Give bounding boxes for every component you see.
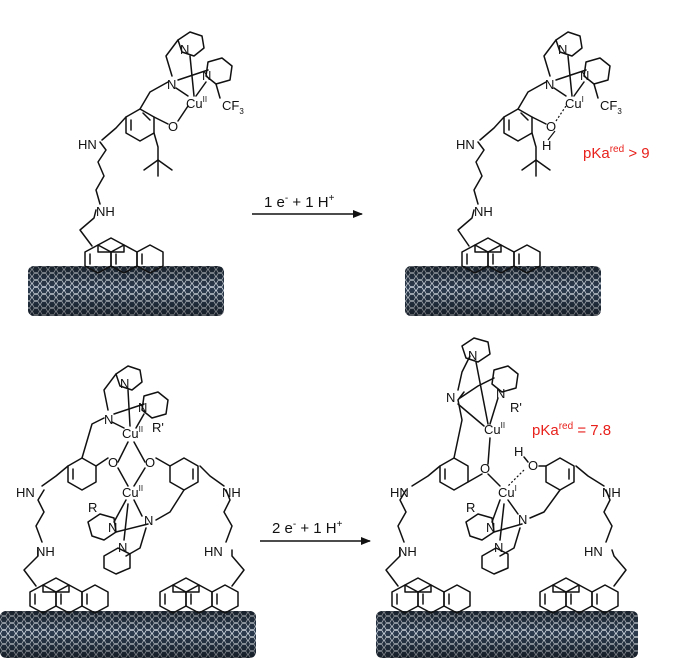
hn-label: HN (390, 485, 409, 500)
molecule-top-left: NH HN O N CuII N N CF3 (78, 31, 244, 274)
h-label: H (514, 444, 523, 459)
pyrene-bottom-right-2 (539, 577, 619, 614)
cu-label: CuII (122, 425, 143, 441)
o-label: O (480, 461, 490, 476)
n-label: N (118, 540, 127, 555)
arrow-label-bottom: 2 e- + 1 H+ (272, 519, 343, 537)
nh-label: NH (602, 485, 621, 500)
r-prime-label: R' (510, 400, 522, 415)
o-label: O (528, 458, 538, 473)
n-label: N (108, 520, 117, 535)
molecule-top-right: NH HN O H N CuI N N CF3 (456, 31, 622, 274)
hn-label: HN (204, 544, 223, 559)
molecule-bottom-left: NH HN HN NH O O CuII CuII N N (16, 365, 245, 614)
cu-label: CuII (186, 95, 207, 111)
molecule-bottom-right: NH HN HN NH O O H CuII CuI N N (385, 337, 627, 614)
n-label: N (180, 42, 189, 57)
nanotube-top-right (405, 266, 601, 316)
cf3-label: CF3 (222, 98, 244, 116)
nh-label: NH (398, 544, 417, 559)
n-label: N (468, 348, 477, 363)
cu-label: CuI (498, 484, 517, 500)
n-label: N (446, 390, 455, 405)
r-label: R (466, 500, 475, 515)
pyrene-bottom-left-1 (29, 577, 109, 614)
hn-label: HN (456, 137, 475, 152)
pka-annotation-top: pKared > 9 (583, 144, 650, 162)
n-label: N (518, 512, 527, 527)
n-label: N (558, 42, 567, 57)
pyrene-bottom-right-1 (391, 577, 471, 614)
n-label: N (167, 77, 176, 92)
o-label: O (168, 119, 178, 134)
h-label: H (542, 138, 551, 153)
hn-label: HN (584, 544, 603, 559)
arrow-label-top: 1 e- + 1 H+ (264, 193, 335, 211)
n-label: N (486, 520, 495, 535)
n-label: N (104, 412, 113, 427)
n-label: N (138, 400, 147, 415)
hn-label: HN (78, 137, 97, 152)
pyrene-top-right (461, 237, 541, 274)
nh-label: NH (36, 544, 55, 559)
nh-label: NH (222, 485, 241, 500)
n-label: N (580, 68, 589, 83)
hn-label: HN (16, 485, 35, 500)
pyrene-top-left (84, 237, 164, 274)
r-label: R (88, 500, 97, 515)
pka-annotation-bottom: pKared = 7.8 (532, 421, 611, 439)
n-label: N (120, 376, 129, 391)
nanotube-bottom-right (376, 611, 638, 658)
o-label: O (145, 455, 155, 470)
cf3-label: CF3 (600, 98, 622, 116)
cu-label: CuI (565, 95, 584, 111)
nh-label: NH (96, 204, 115, 219)
n-label: N (202, 68, 211, 83)
n-label: N (494, 540, 503, 555)
o-label: O (108, 455, 118, 470)
n-label: N (496, 386, 505, 401)
n-label: N (545, 77, 554, 92)
nanotube-bottom-left (0, 611, 256, 658)
nanotube-top-left (28, 266, 224, 316)
cu-label: CuII (122, 484, 143, 500)
r-prime-label: R' (152, 420, 164, 435)
cu-label: CuII (484, 421, 505, 437)
n-label: N (144, 513, 153, 528)
pyrene-bottom-left-2 (159, 577, 239, 614)
nh-label: NH (474, 204, 493, 219)
o-label: O (546, 119, 556, 134)
